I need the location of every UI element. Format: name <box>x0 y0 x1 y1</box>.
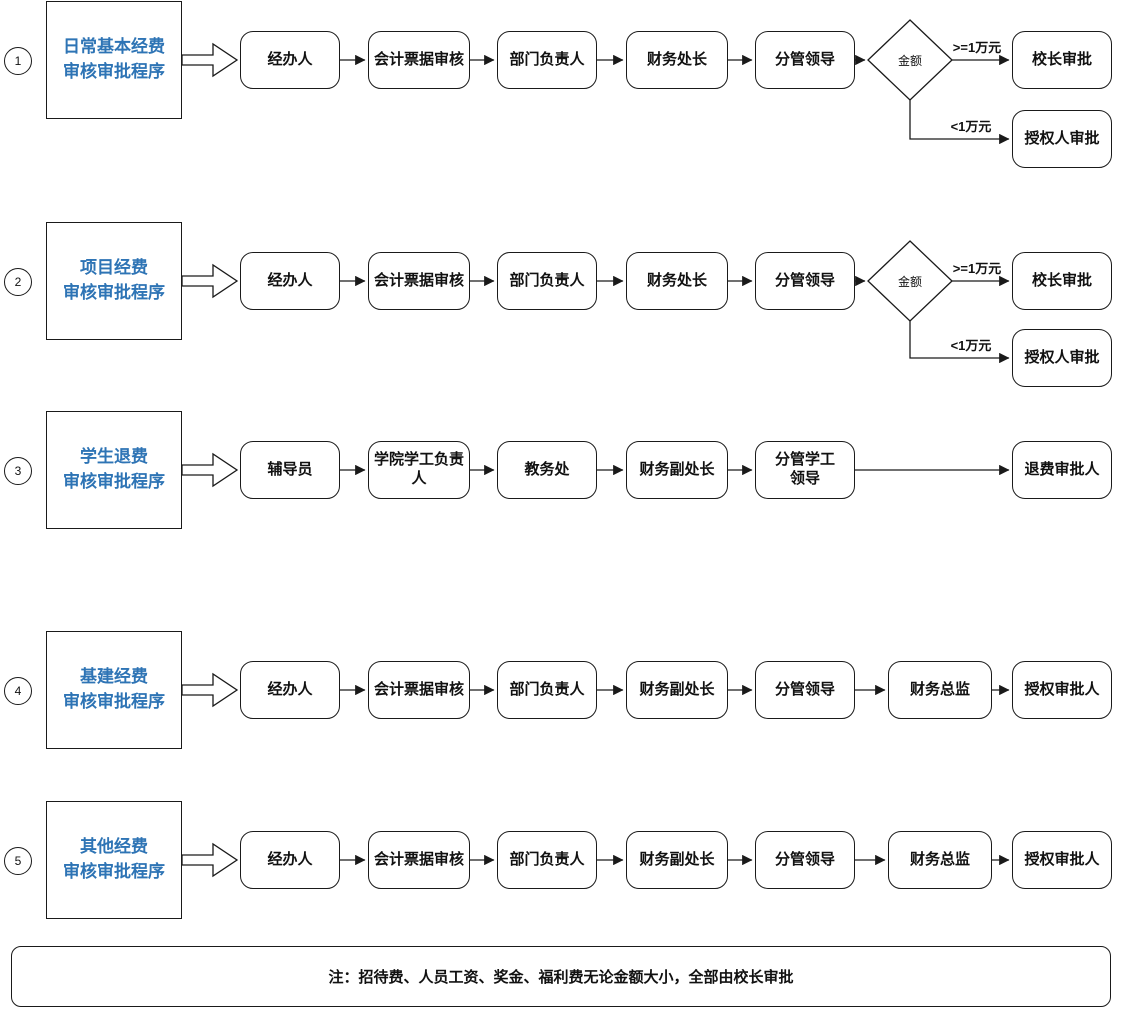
condition-label-low: <1万元 <box>950 119 992 134</box>
step-box: 财务总监 <box>888 661 992 719</box>
step-box: 部门负责人 <box>497 831 597 889</box>
step-box: 会计票据审核 <box>368 831 470 889</box>
step-box: 部门负责人 <box>497 661 597 719</box>
approval-box: 退费审批人 <box>1012 441 1112 499</box>
step-box: 会计票据审核 <box>368 252 470 310</box>
step-box: 经办人 <box>240 661 340 719</box>
step-box: 财务总监 <box>888 831 992 889</box>
step-box: 经办人 <box>240 31 340 89</box>
approval-box: 授权审批人 <box>1012 661 1112 719</box>
row-number-badge: 1 <box>4 47 32 75</box>
step-box: 分管领导 <box>755 31 855 89</box>
block-arrow <box>181 42 239 78</box>
step-box: 部门负责人 <box>497 31 597 89</box>
process-title-box: 其他经费 审核审批程序 <box>46 801 182 919</box>
step-box: 学院学工负责 人 <box>368 441 470 499</box>
step-box: 部门负责人 <box>497 252 597 310</box>
process-title-box: 基建经费 审核审批程序 <box>46 631 182 749</box>
step-box: 分管领导 <box>755 661 855 719</box>
condition-label-high: >=1万元 <box>952 261 1002 276</box>
approval-box: 授权人审批 <box>1012 329 1112 387</box>
decision-label: 金额 <box>897 275 922 289</box>
approval-box: 授权审批人 <box>1012 831 1112 889</box>
approval-box: 授权人审批 <box>1012 110 1112 168</box>
step-box: 会计票据审核 <box>368 31 470 89</box>
step-box: 财务副处长 <box>626 831 728 889</box>
step-box: 财务处长 <box>626 31 728 89</box>
condition-label-low: <1万元 <box>950 338 992 353</box>
approval-box: 校长审批 <box>1012 31 1112 89</box>
process-title-box: 项目经费 审核审批程序 <box>46 222 182 340</box>
block-arrow <box>181 452 239 488</box>
condition-label-high: >=1万元 <box>952 40 1002 55</box>
flow-arrow-elbow <box>909 321 1010 364</box>
step-box: 财务处长 <box>626 252 728 310</box>
step-box: 经办人 <box>240 831 340 889</box>
block-arrow <box>181 263 239 299</box>
row-number-badge: 5 <box>4 847 32 875</box>
step-box: 分管学工 领导 <box>755 441 855 499</box>
block-arrow <box>181 842 239 878</box>
flow-arrow-elbow <box>909 100 1010 145</box>
process-title-box: 日常基本经费 审核审批程序 <box>46 1 182 119</box>
row-number-badge: 4 <box>4 677 32 705</box>
approval-box: 校长审批 <box>1012 252 1112 310</box>
decision-label: 金额 <box>897 54 922 68</box>
step-box: 教务处 <box>497 441 597 499</box>
step-box: 财务副处长 <box>626 441 728 499</box>
row-number-badge: 2 <box>4 268 32 296</box>
process-title-box: 学生退费 审核审批程序 <box>46 411 182 529</box>
block-arrow <box>181 672 239 708</box>
step-box: 辅导员 <box>240 441 340 499</box>
footnote-box: 注：招待费、人员工资、奖金、福利费无论金额大小，全部由校长审批 <box>11 946 1111 1007</box>
row-number-badge: 3 <box>4 457 32 485</box>
step-box: 分管领导 <box>755 252 855 310</box>
step-box: 会计票据审核 <box>368 661 470 719</box>
step-box: 分管领导 <box>755 831 855 889</box>
step-box: 经办人 <box>240 252 340 310</box>
step-box: 财务副处长 <box>626 661 728 719</box>
